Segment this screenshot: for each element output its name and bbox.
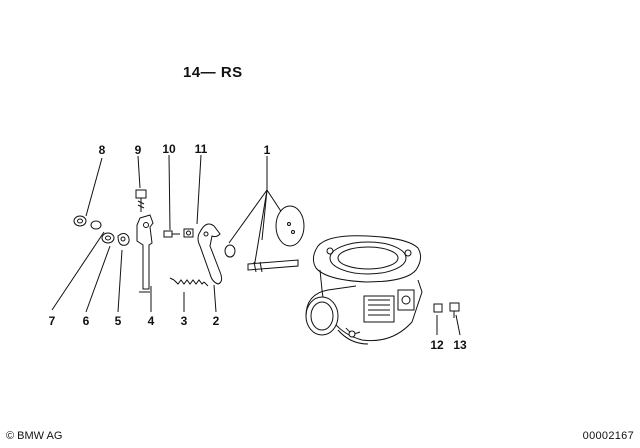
leader-lines	[51, 154, 461, 336]
image-number: 00002167	[582, 430, 634, 442]
lever-part-2	[197, 223, 223, 285]
lever-part-4	[136, 214, 154, 293]
copyright-text: © BMW AG	[6, 430, 63, 442]
callout-11: 11	[194, 142, 208, 156]
callout-13: 13	[453, 338, 467, 352]
callout-10: 10	[162, 142, 176, 156]
throttle-body	[305, 235, 423, 345]
screw-part-10	[163, 230, 180, 238]
screw-part-9	[135, 189, 147, 212]
diagram-title: 14— RS	[183, 64, 243, 81]
callout-1: 1	[263, 143, 271, 157]
washer-part-8	[73, 215, 102, 230]
shaft-part-1	[224, 205, 305, 273]
callout-7: 7	[48, 314, 56, 328]
callout-3: 3	[180, 314, 188, 328]
nut-part-12	[433, 303, 443, 313]
callout-6: 6	[82, 314, 90, 328]
callout-12: 12	[430, 338, 444, 352]
spring-part-3	[169, 277, 209, 287]
nut-part-11	[183, 228, 194, 238]
callout-9: 9	[134, 143, 142, 157]
washer-parts-6-7	[101, 232, 130, 246]
callout-5: 5	[114, 314, 122, 328]
callout-4: 4	[147, 314, 155, 328]
callout-2: 2	[212, 314, 220, 328]
callout-8: 8	[98, 143, 106, 157]
screw-part-13	[449, 302, 460, 318]
